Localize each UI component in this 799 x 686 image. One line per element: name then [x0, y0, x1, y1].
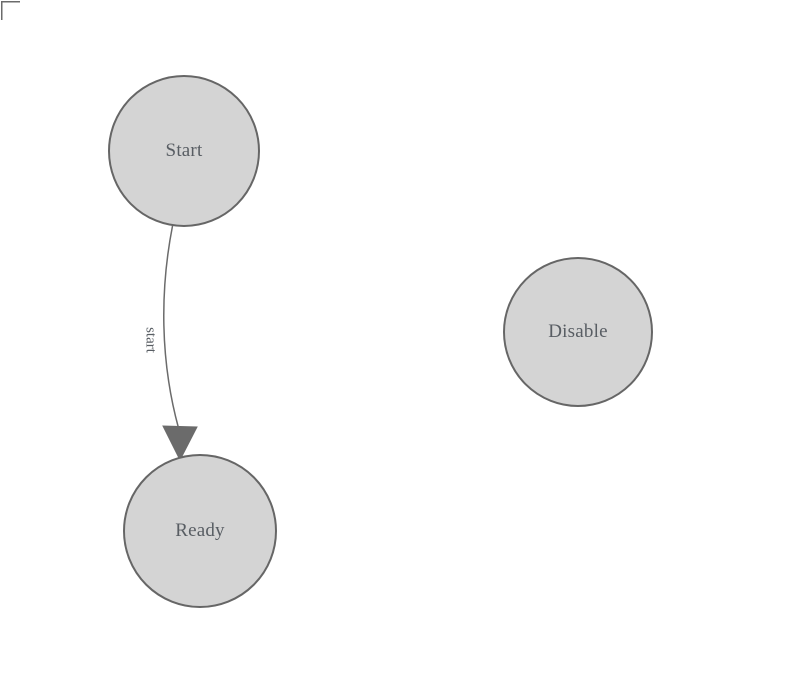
state-node-start[interactable]: Start	[108, 75, 260, 227]
arrowhead-icon	[162, 425, 198, 462]
state-node-ready[interactable]: Ready	[123, 454, 277, 608]
state-node-label: Start	[165, 140, 203, 161]
edge-start-to-ready[interactable]	[163, 225, 180, 429]
state-node-label: Ready	[175, 520, 225, 541]
state-node-label: Disable	[548, 321, 608, 342]
state-node-disable[interactable]: Disable	[503, 257, 653, 407]
edge-label-start: start	[142, 327, 159, 353]
selection-corner-icon	[1, 1, 21, 26]
